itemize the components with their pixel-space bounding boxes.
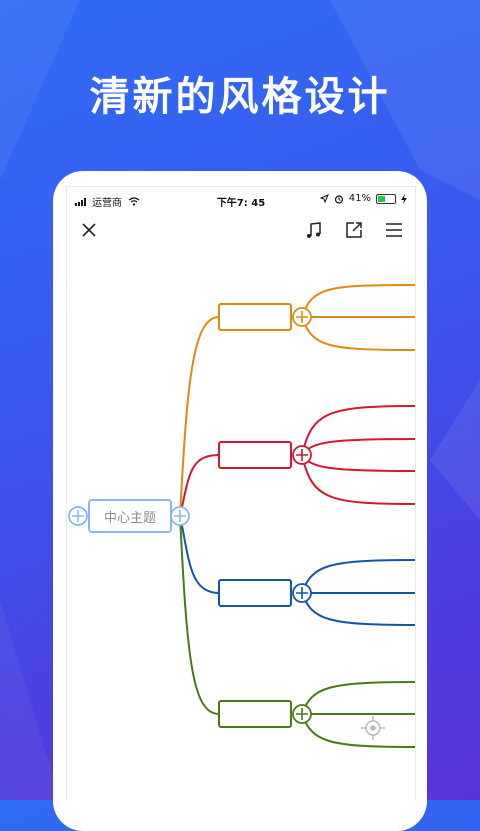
branch-1-expand-icon[interactable] bbox=[292, 307, 312, 327]
branch-node-4[interactable] bbox=[218, 700, 292, 728]
menu-icon bbox=[386, 223, 402, 237]
branch-node-3[interactable] bbox=[218, 579, 292, 607]
menu-button[interactable] bbox=[381, 217, 407, 243]
branch-4-expand-icon[interactable] bbox=[292, 704, 312, 724]
add-left-icon[interactable] bbox=[68, 506, 88, 526]
status-bar: 运营商 下午7: 45 41% bbox=[67, 187, 415, 213]
location-arrow-icon bbox=[319, 194, 329, 203]
music-button[interactable] bbox=[301, 217, 327, 243]
branch-3-expand-icon[interactable] bbox=[292, 583, 312, 603]
sub-branches-2 bbox=[301, 405, 415, 505]
close-button[interactable] bbox=[76, 217, 102, 243]
central-topic-label: 中心主题 bbox=[103, 510, 156, 526]
app-screen: 运营商 下午7: 45 41% bbox=[66, 186, 416, 801]
branch-node-1[interactable] bbox=[218, 303, 292, 331]
branch-node-2[interactable] bbox=[218, 441, 292, 469]
locate-crosshair-icon[interactable] bbox=[361, 716, 385, 740]
branch-2-expand-icon[interactable] bbox=[292, 445, 312, 465]
add-right-icon[interactable] bbox=[170, 506, 190, 526]
battery-percent: 41% bbox=[348, 193, 371, 204]
mindmap-canvas[interactable] bbox=[67, 187, 415, 801]
branch-connector-3 bbox=[179, 515, 220, 594]
share-button[interactable] bbox=[341, 217, 367, 243]
close-icon bbox=[82, 223, 96, 237]
toolbar bbox=[67, 213, 415, 247]
charging-icon bbox=[401, 193, 407, 204]
sub-branches-3 bbox=[301, 559, 415, 626]
signal-icon bbox=[75, 197, 86, 206]
promo-headline: 清新的风格设计 bbox=[89, 74, 391, 120]
status-time: 下午7: 45 bbox=[216, 198, 266, 209]
carrier-label: 运营商 bbox=[92, 198, 122, 209]
battery-icon bbox=[376, 193, 396, 204]
share-export-icon bbox=[346, 222, 362, 238]
alarm-icon bbox=[334, 194, 343, 204]
sub-branches-1 bbox=[301, 284, 415, 351]
branch-connector-1 bbox=[179, 316, 220, 517]
music-note-icon bbox=[307, 222, 321, 238]
sub-branches-4 bbox=[301, 681, 415, 748]
wifi-icon bbox=[128, 197, 140, 206]
branch-connector-4 bbox=[179, 515, 220, 715]
branch-connector-2 bbox=[179, 454, 220, 517]
